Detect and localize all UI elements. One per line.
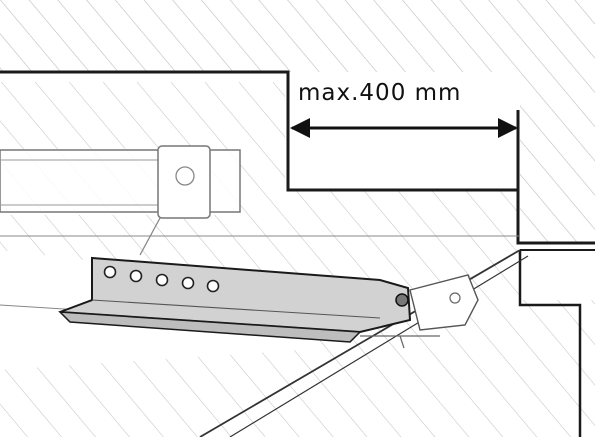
appliance-rail [0, 149, 241, 213]
bracket-hole-3 [155, 273, 169, 287]
hinge-screw-icon [449, 292, 461, 304]
niche-wall-hatch [0, 82, 518, 300]
bracket-hole-4 [181, 276, 195, 290]
hinge-foot-2 [399, 335, 405, 349]
bracket-hole-1 [103, 265, 117, 279]
mounting-bracket [59, 256, 412, 334]
hinge-connector [409, 274, 479, 331]
cabinet-side-hatch [520, 72, 595, 242]
dimension-label: max.400 mm [298, 80, 462, 106]
countertop-outline [0, 70, 595, 245]
bracket-pivot-screw-icon [395, 293, 409, 307]
bracket-hole-5 [206, 279, 220, 293]
cabinet-front-outline [518, 250, 582, 437]
bracket-front-flange [58, 311, 362, 343]
dimension-arrow-right [498, 118, 518, 138]
mounting-clip [157, 145, 211, 219]
countertop-hatch [0, 0, 595, 72]
bracket-hole-2 [129, 269, 143, 283]
clip-screw-icon [175, 166, 195, 186]
dimension-arrow-left [290, 118, 310, 138]
bracket-fold-line [91, 299, 381, 319]
frame-line-diagonal-2 [229, 255, 529, 437]
